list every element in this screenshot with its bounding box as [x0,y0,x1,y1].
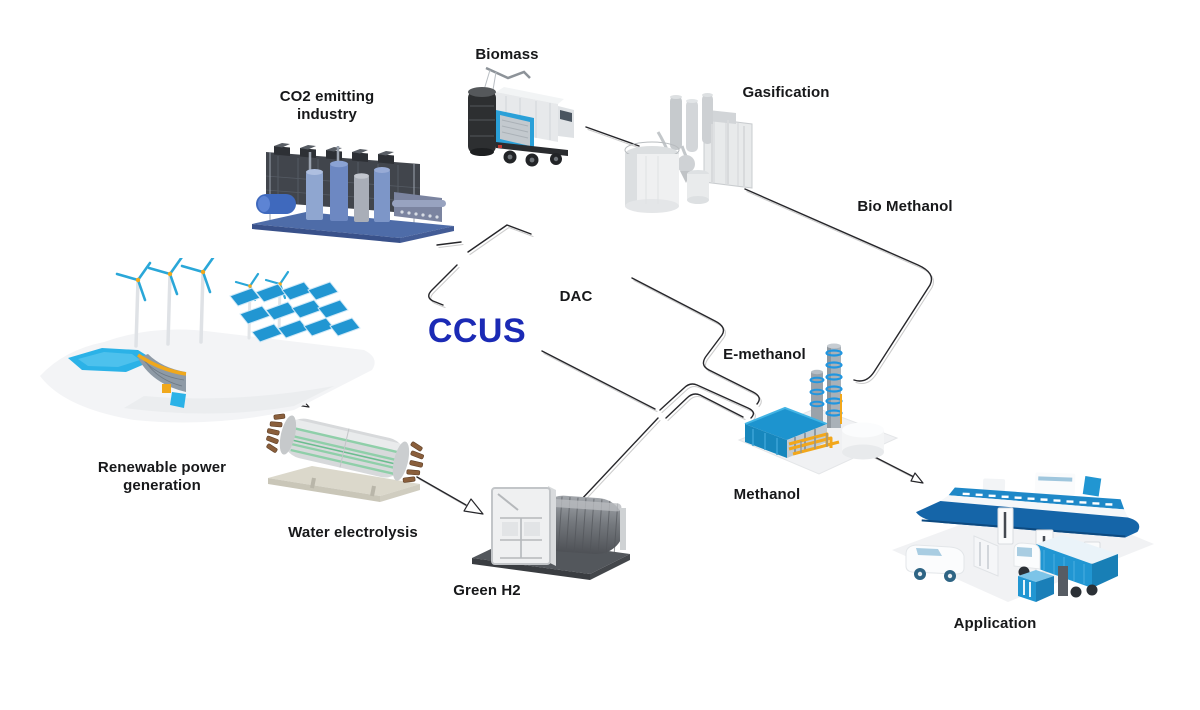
solar-panel-array-icon [229,281,361,343]
renewable-node [34,258,380,436]
blue-chemical-plant-icon [252,143,454,243]
dac-label: DAC [559,288,593,305]
gasification-label: Gasification [742,84,830,101]
biomass-node [450,58,580,176]
water-electrolysis-label: Water electrolysis [288,524,418,541]
waste-bin-icon [468,87,496,156]
bio-methanol-label: Bio Methanol [857,198,953,215]
application-node [886,450,1158,620]
connector-co2industry-ccus [428,224,534,309]
ccus-title: CCUS [427,312,527,350]
connector-greenh2-methanol [579,393,746,505]
connector-ccus-methanol [541,350,756,422]
ship-truck-van-fueling-icon [892,472,1154,602]
co2-industry-label: CO2 emitting industry [279,88,375,123]
connector-biomass-gasification [585,126,642,150]
connector-dac-methanol [631,277,762,408]
green-h2-label: Green H2 [453,582,521,599]
green-h2-node [368,472,636,586]
ship-icon [915,472,1140,538]
methanol-label: Methanol [733,486,801,503]
biomass-label: Biomass [475,46,539,63]
electrolyzer-stack-icon [266,413,424,502]
methanol-plant-node [735,336,901,486]
renewable-label: Renewable power generation [97,459,227,494]
small-container-icon [1018,570,1054,602]
e-methanol-label: E-methanol [723,346,806,363]
storage-tank-icon [842,422,884,460]
plant-building-icon [744,406,828,458]
hydrogen-storage-tank-icon [472,486,630,580]
gasification-plant-icon [624,93,753,213]
methanol-plant-icon [737,343,899,475]
lake-icon [68,348,154,372]
garbage-truck-icon [468,66,574,167]
connector-gasification-biomethanol-methanol [744,188,935,385]
gasification-node [612,90,764,238]
application-label: Application [953,615,1037,632]
dam-icon [137,353,187,408]
connector-electrolysis-greenh2 [416,476,484,515]
distillation-tower-icon [809,343,843,430]
van-icon [905,544,965,582]
wind-solar-hydro-farm-icon [40,258,375,423]
co2-industry-node [250,132,456,247]
electrolysis-node [262,404,426,506]
